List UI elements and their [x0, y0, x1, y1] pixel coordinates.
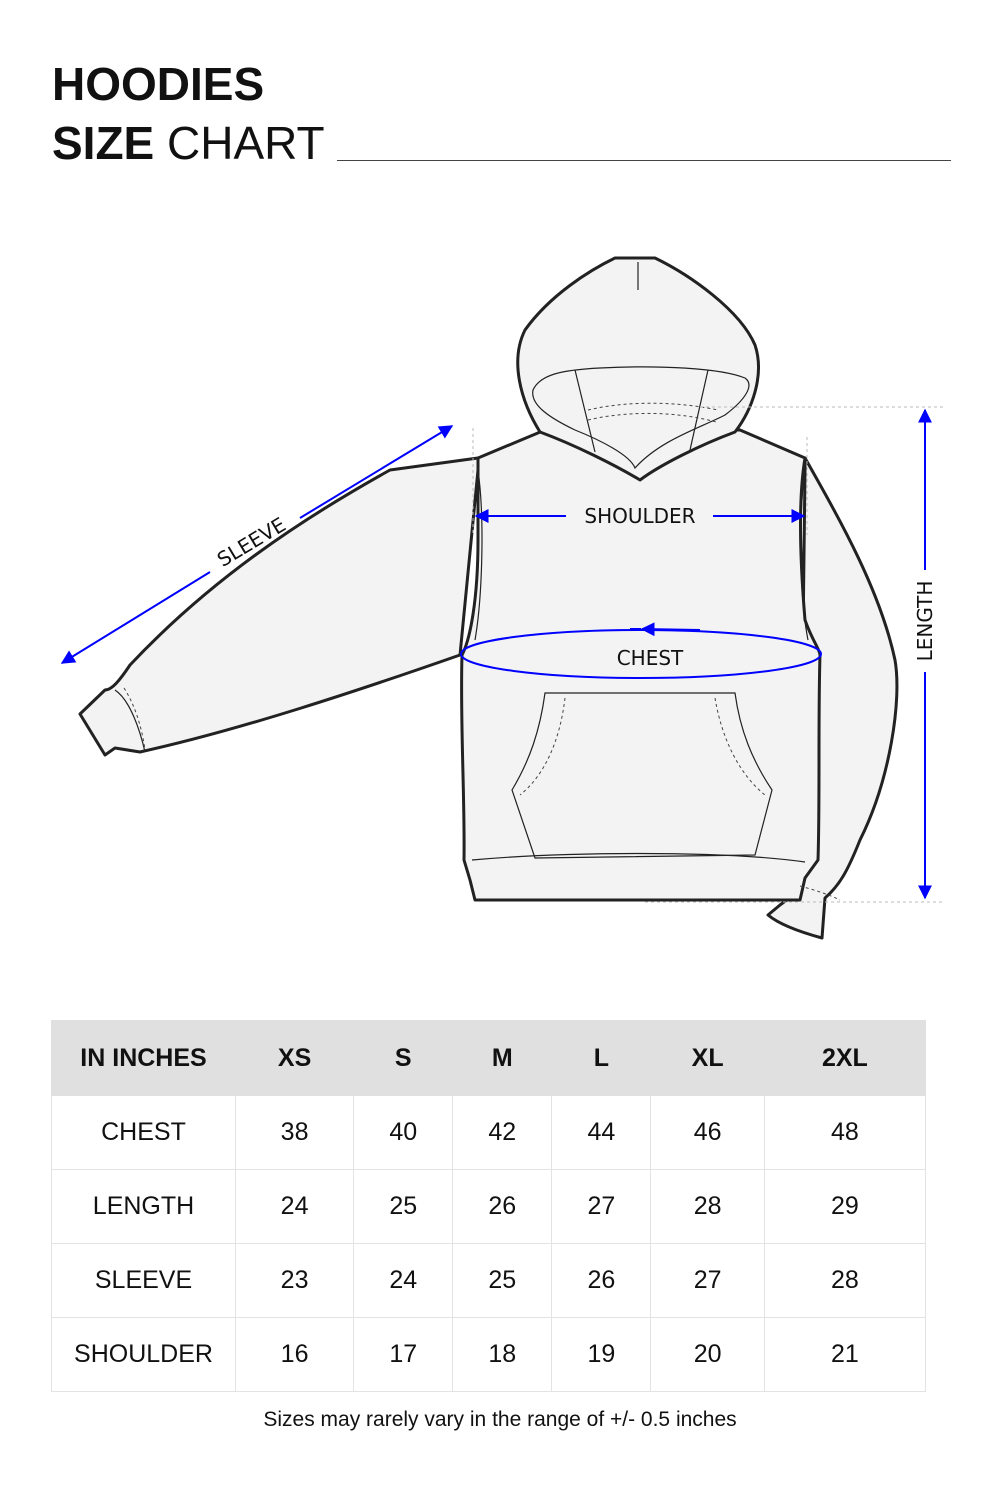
header-m: M [452, 1020, 553, 1096]
cell: 46 [650, 1095, 765, 1170]
header-l: L [551, 1020, 652, 1096]
cell: 27 [551, 1169, 652, 1244]
title-size: SIZE [52, 117, 155, 169]
cell: 27 [650, 1243, 765, 1318]
table-row: SHOULDER 16 17 18 19 20 21 [51, 1317, 927, 1392]
size-table: IN INCHES XS S M L XL 2XL CHEST 38 40 42… [51, 1020, 927, 1392]
cell: 18 [452, 1317, 553, 1392]
cell: 44 [551, 1095, 652, 1170]
cell: 16 [234, 1317, 355, 1392]
cell: 25 [452, 1243, 553, 1318]
cell: 26 [452, 1169, 553, 1244]
cell: 29 [763, 1169, 927, 1244]
row-label: LENGTH [51, 1169, 236, 1244]
title-hoodies: HOODIES [52, 58, 265, 110]
title-chart: CHART [167, 117, 325, 169]
cell: 28 [650, 1169, 765, 1244]
title-size-chart: SIZE CHART [52, 115, 325, 171]
cell: 21 [763, 1317, 927, 1392]
hoodie-diagram: SLEEVE SHOULDER CHEST LENGTH [60, 256, 943, 940]
table-row: CHEST 38 40 42 44 46 48 [51, 1095, 927, 1170]
hoodie-outline [78, 256, 899, 940]
cell: 38 [234, 1095, 355, 1170]
label-shoulder: SHOULDER [584, 504, 695, 528]
table-header-row: IN INCHES XS S M L XL 2XL [51, 1020, 927, 1096]
header-2xl: 2XL [763, 1020, 927, 1096]
header-xl: XL [650, 1020, 765, 1096]
cell: 19 [551, 1317, 652, 1392]
cell: 48 [763, 1095, 927, 1170]
measurement-arrows [60, 408, 932, 900]
cell: 40 [353, 1095, 454, 1170]
row-label: CHEST [51, 1095, 236, 1170]
label-length: LENGTH [913, 581, 937, 662]
cell: 17 [353, 1317, 454, 1392]
header-xs: XS [234, 1020, 355, 1096]
cell: 25 [353, 1169, 454, 1244]
cell: 24 [234, 1169, 355, 1244]
table-row: LENGTH 24 25 26 27 28 29 [51, 1169, 927, 1244]
cell: 24 [353, 1243, 454, 1318]
header-s: S [353, 1020, 454, 1096]
header-unit: IN INCHES [51, 1020, 236, 1096]
cell: 23 [234, 1243, 355, 1318]
table-row: SLEEVE 23 24 25 26 27 28 [51, 1243, 927, 1318]
title-underline [337, 160, 951, 161]
cell: 42 [452, 1095, 553, 1170]
row-label: SLEEVE [51, 1243, 236, 1318]
size-variance-note: Sizes may rarely vary in the range of +/… [263, 1408, 737, 1431]
label-chest: CHEST [617, 646, 684, 670]
cell: 20 [650, 1317, 765, 1392]
row-label: SHOULDER [51, 1317, 236, 1392]
cell: 26 [551, 1243, 652, 1318]
cell: 28 [763, 1243, 927, 1318]
